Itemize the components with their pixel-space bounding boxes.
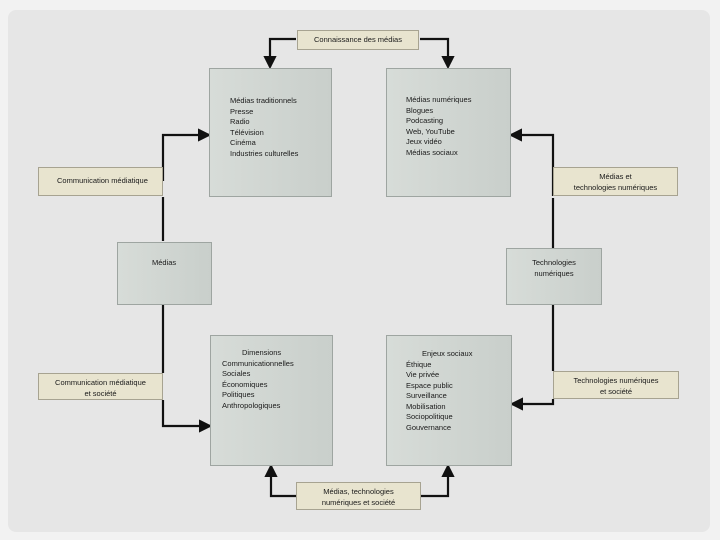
node-text: Technologies [532,258,576,267]
node-text: Podcasting [406,116,444,125]
node-text: Connaissance des médias [314,35,402,44]
node-media-knowledge: Connaissance des médias [297,30,419,50]
arrow-comm-society-to-dimensions [161,400,213,433]
node-media-and-digital-tech: Médias et technologies numériques [553,167,678,196]
node-text: Sociales [222,369,251,378]
node-text: Vie privée [406,370,440,379]
node-text: Médias [152,258,177,267]
arrow-comm-to-traditional [161,128,212,181]
node-text: Blogues [406,105,434,115]
node-text: Médias numériques [406,95,472,104]
node-text: Médias traditionnels [230,96,297,105]
node-text: et société [84,388,117,398]
node-dimensions: Dimensions Communicationnelles Sociales … [210,335,333,466]
node-media-tech-society: Médias, technologies numériques et socié… [296,482,421,510]
node-text: Industries culturelles [230,148,299,158]
node-text: Communication médiatique [57,176,148,185]
node-media-communication: Communication médiatique [38,167,163,196]
node-text: Jeux vidéo [406,137,442,146]
node-text: Presse [230,106,254,116]
arrow-top-to-traditional [263,37,296,70]
arrow-top-to-digital [420,37,455,70]
node-media-communication-and-society: Communication médiatique et société [38,373,163,400]
node-text: Sociopolitique [406,412,453,421]
node-traditional-media: Médias traditionnels Presse Radio Télévi… [209,68,332,197]
node-text: Enjeux sociaux [422,349,473,358]
node-text: Éthique [406,359,432,369]
node-text: Gouvernance [406,422,452,432]
node-text: Économiques [222,379,268,389]
node-text: Radio [230,117,250,126]
node-text: Technologies numériques [573,376,659,385]
arrow-tech-society-to-enjeux [509,397,555,411]
arrow-bottom-to-dimensions [264,463,296,498]
node-digital-media: Médias numériques Blogues Podcasting Web… [386,68,511,197]
arrow-bottom-to-enjeux [421,463,455,498]
node-text: technologies numériques [573,182,658,192]
node-text: Surveillance [406,391,447,400]
node-text: numériques [534,268,574,278]
node-text: Anthropologiques [222,400,281,410]
node-text: et société [599,386,633,396]
node-text: numériques et société [321,497,396,507]
node-text: Médias sociaux [406,147,458,157]
node-text: Politiques [222,390,255,399]
node-text: Web, YouTube [406,126,455,136]
node-text: Médias et [599,172,632,181]
node-text: Espace public [406,380,453,390]
arrow-mediatech-to-digital [508,128,555,196]
node-digital-technologies: Technologies numériques [506,248,602,305]
node-digital-tech-and-society: Technologies numériques et société [553,371,679,399]
node-media: Médias [117,242,212,305]
node-text: Cinéma [230,138,256,147]
node-text: Télévision [230,127,264,137]
node-text: Dimensions [242,348,282,357]
node-text: Médias, technologies [323,487,394,496]
node-text: Communication médiatique [55,378,146,387]
node-text: Communicationnelles [222,358,294,368]
node-social-issues: Enjeux sociaux Éthique Vie privée Espace… [386,335,512,466]
node-text: Mobilisation [406,401,446,411]
